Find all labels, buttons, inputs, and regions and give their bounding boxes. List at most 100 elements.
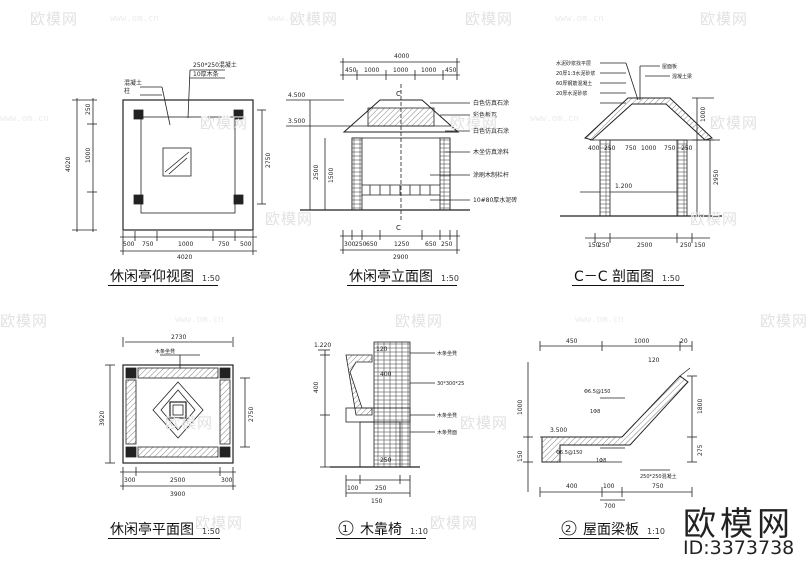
caption-plan: 休闲亭平面图 1:50	[110, 519, 220, 539]
watermark-brand: 欧模网	[200, 114, 249, 132]
watermark-brand: 欧模网	[0, 312, 49, 330]
watermark-brand: 欧模网	[460, 414, 509, 432]
dim-label: 300	[124, 477, 136, 484]
dim-label: 2500	[313, 165, 320, 180]
caption-underline	[572, 285, 684, 286]
cut-marker-bottom: C	[396, 224, 401, 232]
dim-label: 250	[604, 145, 616, 152]
dim-label: 450	[345, 67, 357, 74]
dim-label: 250	[375, 485, 387, 492]
watermark-url: www.om.cn	[555, 14, 604, 24]
dim-label: 4020	[65, 157, 72, 172]
dim-label: 20	[680, 338, 688, 345]
watermark-brand: 欧模网	[195, 514, 244, 532]
dim-label: 750	[218, 241, 230, 248]
dim-label: 300	[344, 241, 356, 248]
elevation-view	[286, 58, 470, 254]
dim-label: 2500	[170, 477, 185, 484]
caption-title: C－C 剖面图	[574, 269, 655, 285]
dim-label: 1000	[634, 338, 649, 345]
caption-scale: 1:50	[202, 527, 220, 536]
bench-view	[318, 341, 435, 497]
dim-label: 750	[625, 145, 637, 152]
watermark-url: www.om.cn	[110, 14, 159, 24]
dim-label: 400	[313, 381, 320, 393]
note-roof-1: Φ6.5@150	[584, 389, 610, 395]
plan-view	[105, 337, 250, 490]
level-label: 3.500	[288, 118, 305, 125]
caption-underline	[559, 538, 659, 539]
note-plan-b3: 混凝土	[124, 79, 142, 87]
note-plan-b1: 250*250混凝土	[193, 61, 237, 69]
dim-label: 250	[380, 457, 392, 464]
watermark-brand: 欧模网	[760, 312, 809, 330]
watermark-url: www.om.cn	[0, 114, 49, 124]
level-label: 1.220	[314, 342, 331, 349]
watermark-brand: 欧模网	[265, 210, 314, 228]
dim-label: 3920	[99, 411, 106, 426]
caption-scale: 1:50	[662, 274, 680, 283]
note-sec-1: 水泥砂浆找平层	[556, 60, 591, 67]
dim-label: 2900	[393, 254, 408, 261]
dim-label: 1000	[85, 148, 92, 163]
dim-label: 500	[240, 241, 252, 248]
dim-label: 1250	[394, 241, 409, 248]
note-elev-3: 白色仿真石涂	[473, 127, 509, 135]
dim-label: 2750	[265, 153, 272, 168]
dim-label: 400	[588, 145, 600, 152]
dim-label: 2750	[248, 407, 255, 422]
note-bench-2: 30*300*25	[437, 381, 464, 387]
dim-label: 100	[347, 485, 359, 492]
watermark-brand: 欧模网	[30, 10, 79, 28]
note-sec-3: 60厚钢筋混凝土	[556, 80, 592, 87]
dim-label: 150	[694, 242, 706, 249]
dim-label: 250	[355, 241, 367, 248]
watermark-url: www.om.cn	[268, 14, 317, 24]
dim-label: 100	[603, 483, 615, 490]
caption-underline	[336, 538, 426, 539]
note-elev-4: 木坐仿真涂料	[473, 148, 509, 156]
dim-label: 120	[648, 357, 660, 364]
dim-label: 275	[697, 444, 704, 456]
note-plan-1: 木条坐凳	[155, 348, 175, 355]
dim-label: 1000	[421, 67, 436, 74]
note-sec-4: 20厚水泥砂浆	[556, 90, 587, 97]
dim-label: 650	[425, 241, 437, 248]
dim-label: 150	[517, 450, 524, 462]
dim-label: 150	[588, 242, 600, 249]
dim-label: 750	[664, 145, 676, 152]
note-sec-5: 屋面板	[662, 63, 677, 70]
dim-label: 250	[441, 241, 453, 248]
cut-marker-top: C	[396, 90, 401, 98]
caption-underline	[347, 285, 457, 286]
note-roof-5: 1Φ8	[596, 458, 606, 464]
note-plan-b2: 10厚木条	[193, 70, 219, 78]
dim-label: 250	[85, 103, 92, 115]
dim-label: 2730	[171, 334, 186, 341]
dim-label: 1000	[178, 241, 193, 248]
watermark-brand: 欧模网	[465, 10, 514, 28]
brand-id: ID:3373738	[683, 537, 795, 559]
plan-bottom-view	[72, 69, 266, 255]
dim-label: 650	[366, 241, 378, 248]
dim-label: 1000	[700, 107, 707, 122]
dim-label: 1500	[328, 168, 335, 183]
dim-label: 1000	[641, 145, 656, 152]
dim-label: 120	[376, 346, 388, 353]
dim-label: 2950	[713, 170, 720, 185]
caption-title: 休闲亭平面图	[110, 522, 194, 538]
caption-scale: 1:10	[647, 527, 665, 536]
caption-scale: 1:10	[410, 527, 428, 536]
dim-label: 150	[371, 498, 383, 505]
watermark-brand: 欧模网	[395, 312, 444, 330]
note-elev-5: 涂刷木制栏杆	[473, 171, 509, 179]
dim-label: 1000	[517, 400, 524, 415]
dim-label: 250	[598, 242, 610, 249]
index-number-1: 1	[342, 524, 348, 535]
dim-label: 250	[680, 242, 692, 249]
roof-slab-view	[523, 341, 697, 501]
